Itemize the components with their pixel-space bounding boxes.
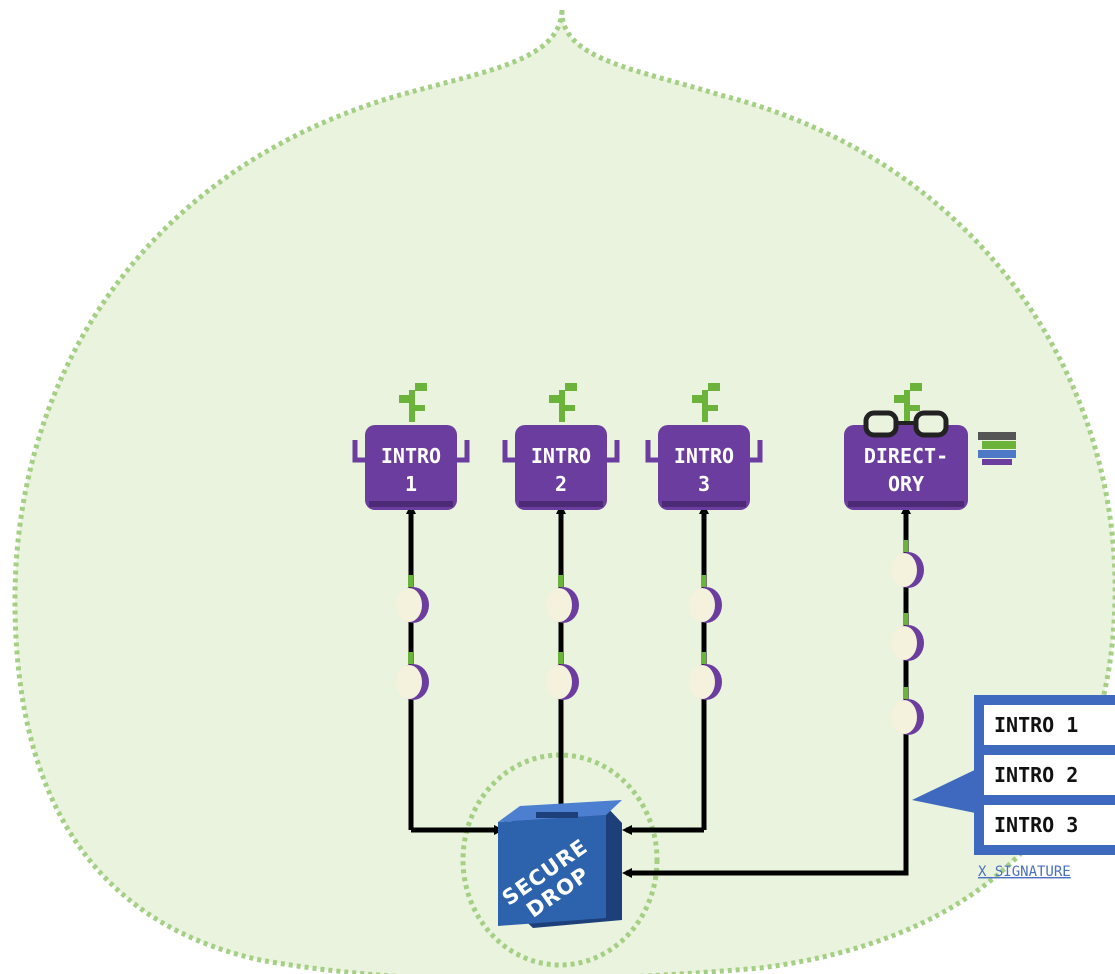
- plant-sprout-icon: [549, 383, 577, 422]
- bead-group: [396, 540, 924, 735]
- node-intro1: INTRO 1: [352, 383, 470, 510]
- node-directory-label-line2: ORY: [888, 472, 924, 496]
- onion-bead-icon: [396, 652, 429, 700]
- node-group: INTRO 1 INTRO 2 INTRO 3 DIRECT- ORY: [352, 383, 968, 510]
- envelope-item-1: [984, 705, 1115, 745]
- node-intro2-label-line2: 2: [555, 472, 567, 496]
- node-directory-label-line1: DIRECT-: [864, 444, 948, 468]
- books-icon: [978, 432, 1016, 465]
- envelope-item-3-label: INTRO 3: [994, 813, 1078, 837]
- onion-bead-icon: [689, 652, 722, 700]
- connector-directory-drop: [622, 720, 909, 878]
- drop-slot-icon: [536, 812, 578, 818]
- envelope-item-1-label: INTRO 1: [994, 713, 1078, 737]
- onion-bead-icon: [689, 575, 722, 623]
- node-directory: DIRECT- ORY: [844, 383, 968, 510]
- signature-label: X SIGNATURE: [978, 864, 1071, 880]
- plant-sprout-icon: [399, 383, 427, 422]
- node-intro3: INTRO 3: [645, 383, 763, 510]
- plant-sprout-icon: [894, 383, 922, 422]
- node-intro2: INTRO 2: [502, 383, 620, 510]
- onion-bead-icon: [396, 575, 429, 623]
- onion-bead-icon: [891, 540, 924, 588]
- envelope-item-3: [984, 805, 1115, 845]
- onion-bead-icon: [546, 652, 579, 700]
- envelope-item-2-label: INTRO 2: [994, 763, 1078, 787]
- glasses-icon: [863, 410, 949, 438]
- node-intro1-label-line1: INTRO: [381, 444, 441, 468]
- onion-bead-icon: [546, 575, 579, 623]
- node-intro3-label-line1: INTRO: [674, 444, 734, 468]
- node-intro3-label-line2: 3: [698, 472, 710, 496]
- envelope-card: INTRO 1 INTRO 2 INTRO 3 X SIGNATURE: [912, 695, 1115, 880]
- secure-drop-box: SECURE DROP: [498, 800, 622, 928]
- envelope-item-2: [984, 755, 1115, 795]
- plant-sprout-icon: [692, 383, 720, 422]
- onion-bead-icon: [891, 687, 924, 735]
- node-intro2-label-line1: INTRO: [531, 444, 591, 468]
- node-intro1-label-line2: 1: [405, 472, 417, 496]
- onion-bead-icon: [891, 613, 924, 661]
